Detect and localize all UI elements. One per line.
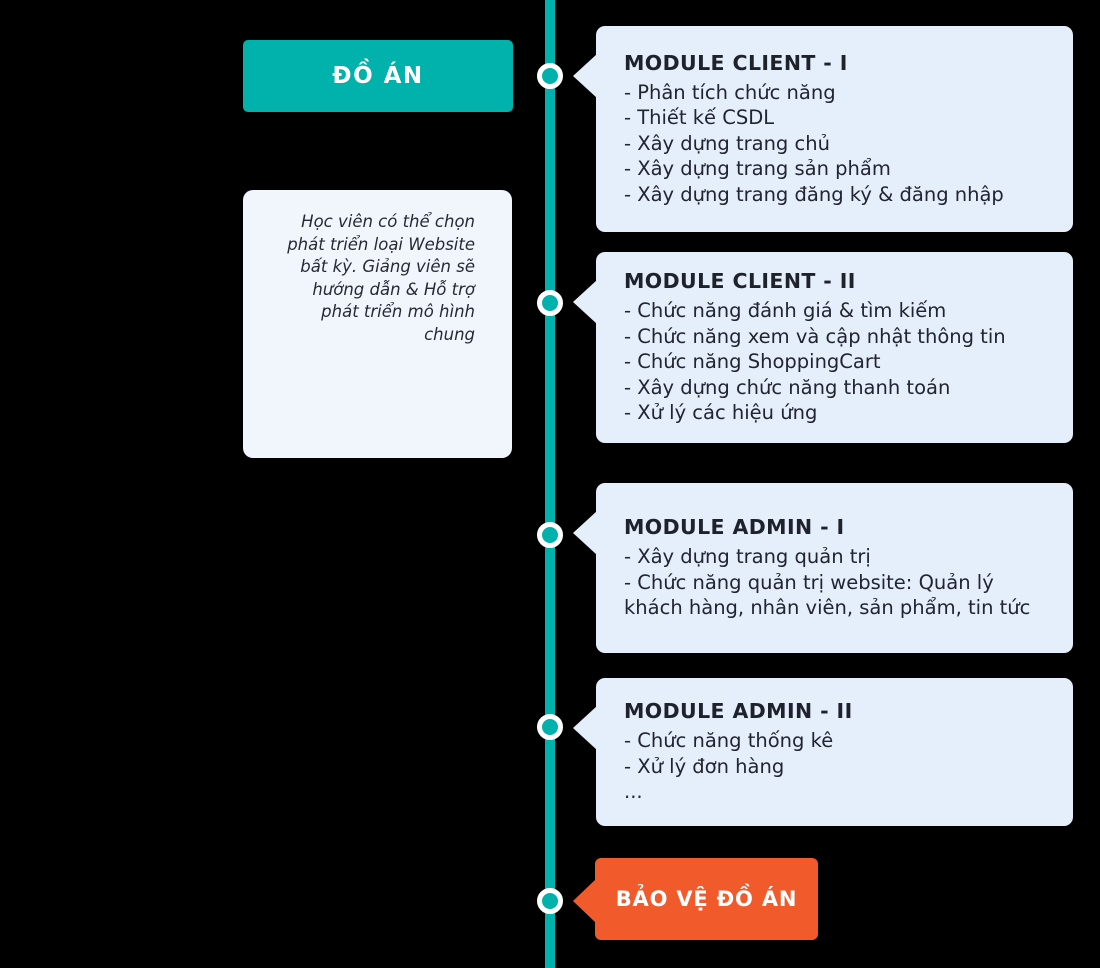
timeline-vertical-line <box>545 0 555 968</box>
timeline-node-1 <box>537 63 563 89</box>
module-item: - Xây dựng trang sản phẩm <box>624 157 891 181</box>
timeline-node-3 <box>537 522 563 548</box>
module-item: - Xử lý các hiệu ứng <box>624 401 818 425</box>
timeline-node-2 <box>537 290 563 316</box>
module-client-2-arrow <box>573 280 597 324</box>
module-item: - Xây dựng trang quản trị <box>624 545 871 569</box>
project-title-label: ĐỒ ÁN <box>332 63 424 89</box>
module-admin-1-title: MODULE ADMIN - I <box>624 515 845 540</box>
module-client-1-box: MODULE CLIENT - I - Phân tích chức năng-… <box>573 26 1073 232</box>
note-text: Học viên có thể chọn phát triển loại Web… <box>287 212 475 344</box>
module-item: - Xử lý đơn hàng <box>624 754 785 778</box>
module-admin-1-box: MODULE ADMIN - I - Xây dựng trang quản t… <box>573 483 1073 653</box>
defense-box-arrow <box>573 879 596 923</box>
note-box: Học viên có thể chọn phát triển loại Web… <box>243 190 512 458</box>
module-item: - Phân tích chức năng <box>624 80 836 104</box>
module-admin-2-title: MODULE ADMIN - II <box>624 699 853 724</box>
timeline-node-4 <box>537 714 563 740</box>
module-client-2-title: MODULE CLIENT - II <box>624 269 856 294</box>
project-title-box: ĐỒ ÁN <box>243 40 513 112</box>
module-admin-2-box: MODULE ADMIN - II - Chức năng thống kê- … <box>573 678 1073 826</box>
module-admin-2-arrow <box>573 706 597 750</box>
module-item: - Xây dựng chức năng thanh toán <box>624 375 951 399</box>
module-admin-1-arrow <box>573 511 597 555</box>
module-client-2-box: MODULE CLIENT - II - Chức năng đánh giá … <box>573 252 1073 443</box>
timeline-node-5 <box>537 888 563 914</box>
module-item: ... <box>624 780 643 804</box>
module-item: - Chức năng ShoppingCart <box>624 350 881 374</box>
module-item: - Thiết kế CSDL <box>624 106 775 130</box>
module-client-1-arrow <box>573 54 597 98</box>
module-item: - Chức năng thống kê <box>624 729 834 753</box>
module-item: - Chức năng đánh giá & tìm kiếm <box>624 299 947 323</box>
module-item: - Xây dựng trang đăng ký & đăng nhập <box>624 182 1004 206</box>
defense-label: BẢO VỆ ĐỒ ÁN <box>615 887 798 911</box>
module-item: - Chức năng xem và cập nhật thông tin <box>624 324 1006 348</box>
module-client-2-items: - Chức năng đánh giá & tìm kiếm- Chức nă… <box>624 298 1049 426</box>
defense-box: BẢO VỆ ĐỒ ÁN <box>573 858 818 940</box>
module-admin-1-items: - Xây dựng trang quản trị- Chức năng quả… <box>624 544 1049 621</box>
module-client-1-items: - Phân tích chức năng- Thiết kế CSDL- Xâ… <box>624 80 1049 208</box>
module-item: - Xây dựng trang chủ <box>624 131 830 155</box>
module-item: - Chức năng quản trị website: Quản lý kh… <box>624 570 1031 620</box>
module-client-1-title: MODULE CLIENT - I <box>624 50 848 75</box>
module-admin-2-items: - Chức năng thống kê- Xử lý đơn hàng... <box>624 728 1049 805</box>
